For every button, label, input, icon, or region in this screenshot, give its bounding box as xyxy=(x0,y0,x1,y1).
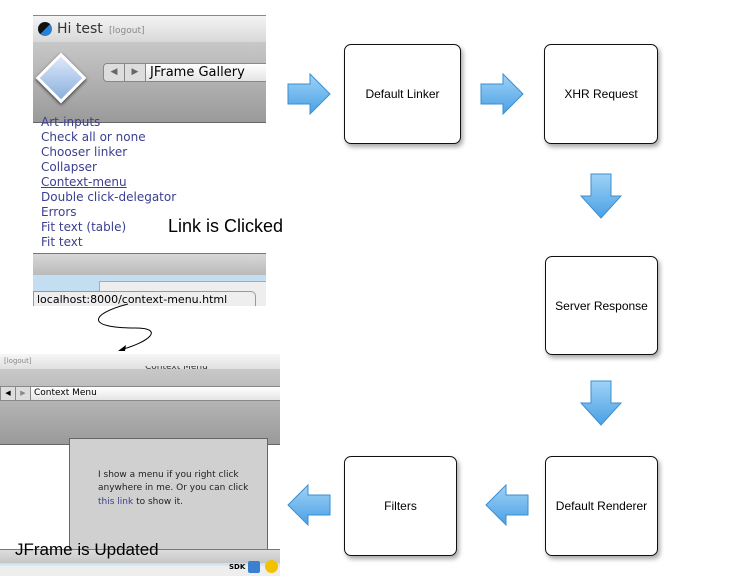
link-double-click[interactable]: Double click-delegator xyxy=(41,190,177,204)
back-button[interactable]: ◀ xyxy=(0,386,16,401)
screenshot-after: [logout] Context Menu ◀ ▶ Context Menu I… xyxy=(0,354,280,576)
arrow-right-icon xyxy=(480,73,524,115)
link-errors[interactable]: Errors xyxy=(41,205,77,219)
logout-link[interactable]: [logout] xyxy=(4,357,32,365)
xhr-request-box: XHR Request xyxy=(544,44,658,144)
greeting: Hi test xyxy=(57,21,103,37)
caption-jframe-updated: JFrame is Updated xyxy=(15,540,159,559)
dock-sync-icon[interactable] xyxy=(265,560,278,573)
filters-box: Filters xyxy=(344,456,457,556)
logout-link[interactable]: [logout] xyxy=(109,26,145,36)
link-fit-text-table[interactable]: Fit text (table) xyxy=(41,220,127,234)
caption-link-clicked: Link is Clicked xyxy=(168,216,284,236)
forward-button[interactable]: ▶ xyxy=(15,386,31,401)
server-response-box: Server Response xyxy=(545,256,658,355)
forward-button[interactable]: ▶ xyxy=(124,63,146,82)
default-linker-box: Default Linker xyxy=(344,44,461,144)
arrow-left-icon xyxy=(287,484,331,526)
link-chooser-linker[interactable]: Chooser linker xyxy=(41,145,128,159)
context-menu-area[interactable]: I show a menu if you right click anywher… xyxy=(69,438,268,552)
link-collapser[interactable]: Collapser xyxy=(41,160,97,174)
arrow-right-icon xyxy=(287,73,331,115)
window-title: Context Menu xyxy=(145,366,208,372)
link-context-menu[interactable]: Context-menu xyxy=(41,175,127,189)
show-menu-link[interactable]: this link xyxy=(98,497,134,507)
arrow-left-icon xyxy=(485,484,529,526)
back-button[interactable]: ◀ xyxy=(103,63,125,82)
default-renderer-box: Default Renderer xyxy=(545,456,658,556)
dock-sdk-label: SDK xyxy=(229,563,246,571)
location-bar[interactable]: Context Menu xyxy=(30,386,280,401)
link-check-all[interactable]: Check all or none xyxy=(41,130,146,144)
link-art-inputs[interactable]: Art-inputs xyxy=(41,115,101,129)
status-url: localhost:8000/context-menu.html xyxy=(33,291,256,306)
arrow-down-icon xyxy=(580,380,622,426)
curved-arrow xyxy=(98,303,152,351)
link-fit-text[interactable]: Fit text xyxy=(41,235,83,249)
location-bar[interactable]: JFrame Gallery xyxy=(145,63,266,82)
dock-app-icon[interactable] xyxy=(248,561,260,573)
arrow-down-icon xyxy=(580,173,622,219)
app-logo-icon xyxy=(38,22,52,36)
screenshot-before: Hi test [logout] ◀ ▶ JFrame Gallery Art-… xyxy=(33,15,266,306)
